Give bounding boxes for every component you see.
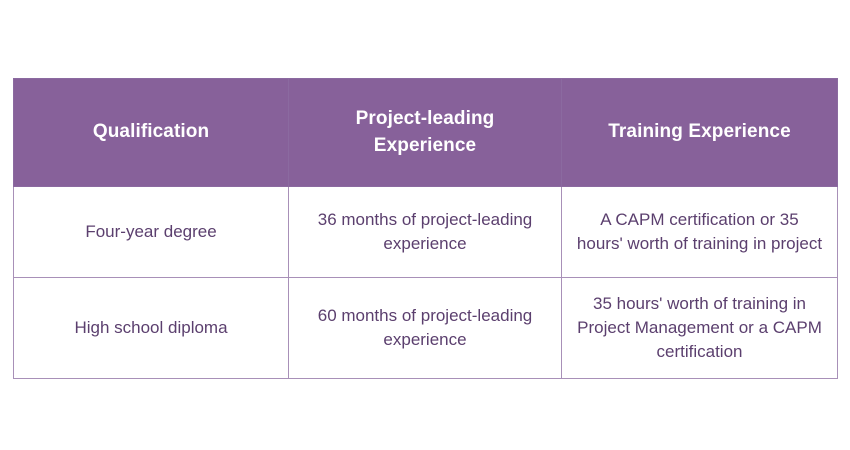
cell-experience-row-2: 60 months of project-leading experience [288,276,562,380]
column-header-qualification-label: Qualification [92,121,210,143]
table-header-row: Qualification Project-leading Experience… [13,78,838,187]
cell-experience-row-2-text: 60 months of project-leading experience [317,306,533,350]
table-header: Qualification Project-leading Experience… [13,78,838,187]
cell-training-row-2: 35 hours' worth of training in Project M… [561,276,838,380]
column-header-qualification: Qualification [13,78,289,187]
qualification-requirements-table: Qualification Project-leading Experience… [13,78,838,380]
table-row: High school diploma 60 months of project… [13,276,838,380]
cell-qualification-row-1: Four-year degree [13,186,289,278]
cell-training-row-1: A CAPM certification or 35 hours' worth … [561,186,838,278]
cell-experience-row-1: 36 months of project-leading experience [288,186,562,278]
cell-training-row-2-text: 35 hours' worth of training in Project M… [577,294,822,362]
cell-qualification-row-2-text: High school diploma [74,318,228,338]
column-header-project-leading-experience-label: Project-leading Experience [355,107,495,156]
cell-experience-row-1-text: 36 months of project-leading experience [317,209,533,253]
column-header-project-leading-experience: Project-leading Experience [288,78,562,187]
column-header-training-experience: Training Experience [561,78,838,187]
table-body: Four-year degree 36 months of project-le… [13,186,838,380]
cell-qualification-row-1-text: Four-year degree [85,221,217,241]
cell-qualification-row-2: High school diploma [13,276,289,380]
table-row: Four-year degree 36 months of project-le… [13,186,838,278]
cell-training-row-1-text: A CAPM certification or 35 hours' worth … [576,209,823,253]
column-header-training-experience-label: Training Experience [608,121,791,143]
qualification-table-container: Qualification Project-leading Experience… [13,78,838,380]
